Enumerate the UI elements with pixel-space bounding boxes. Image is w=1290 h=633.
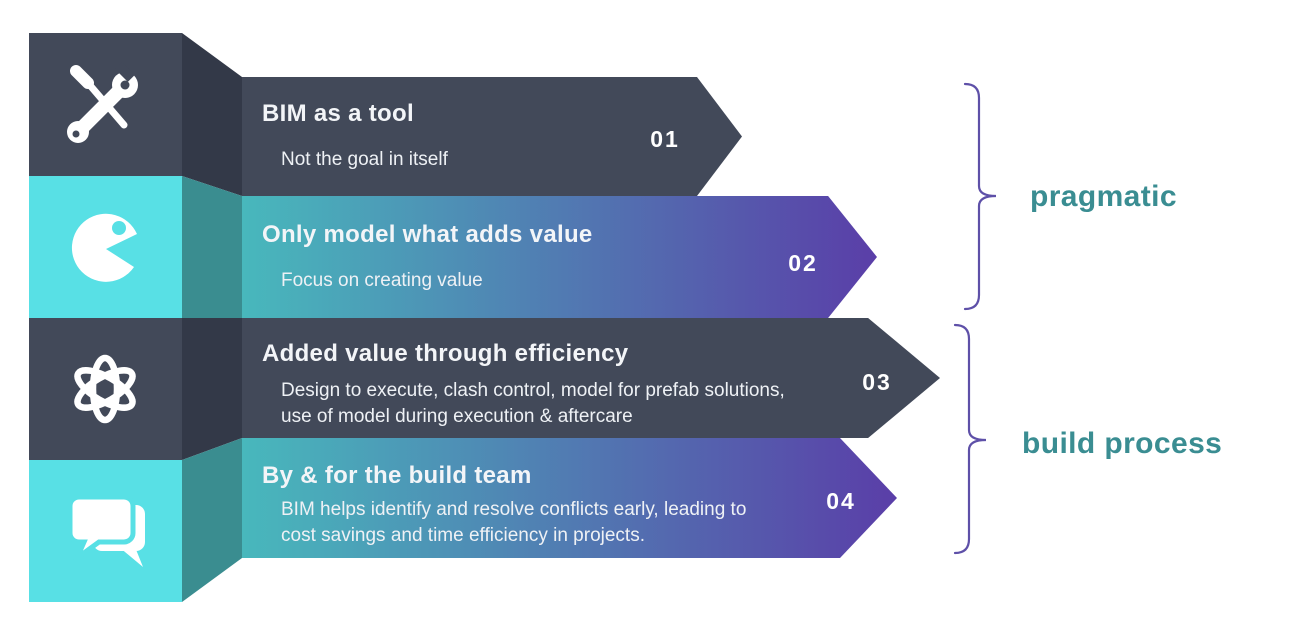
brace-build-process bbox=[953, 323, 987, 555]
arrow-step-4 bbox=[242, 438, 897, 558]
arrow-step-1 bbox=[242, 77, 742, 196]
step-3-number: 03 bbox=[862, 369, 892, 395]
step-3-title: Added value through efficiency bbox=[262, 340, 629, 367]
arrow-step-3 bbox=[242, 318, 940, 438]
fold-face-2 bbox=[182, 176, 242, 318]
step-4-subtitle: BIM helps identify and resolve conflicts… bbox=[281, 499, 747, 547]
group-label-build-process: build process bbox=[1022, 427, 1223, 460]
step-3-subtitle: Design to execute, clash control, model … bbox=[281, 380, 785, 428]
fold-face-1 bbox=[182, 33, 242, 196]
step-2-title: Only model what adds value bbox=[262, 221, 593, 248]
step-1-title: BIM as a tool bbox=[262, 100, 414, 127]
step-2-number: 02 bbox=[788, 250, 818, 276]
step-1-subtitle: Not the goal in itself bbox=[281, 149, 448, 170]
fold-face-4 bbox=[182, 438, 242, 602]
chat-bubbles-icon bbox=[67, 494, 145, 567]
pacman-icon bbox=[71, 213, 137, 282]
brace-pragmatic bbox=[963, 82, 997, 311]
fold-face-3 bbox=[182, 318, 242, 460]
step-4-number: 04 bbox=[826, 488, 856, 514]
tools-icon bbox=[67, 62, 138, 143]
step-1-number: 01 bbox=[650, 126, 680, 152]
step-2-subtitle: Focus on creating value bbox=[281, 270, 483, 291]
arrow-step-2 bbox=[242, 196, 877, 318]
step-4-title: By & for the build team bbox=[262, 462, 532, 489]
icon-tile-3 bbox=[29, 318, 182, 460]
atom-icon bbox=[74, 354, 136, 424]
group-label-pragmatic: pragmatic bbox=[1030, 180, 1177, 213]
